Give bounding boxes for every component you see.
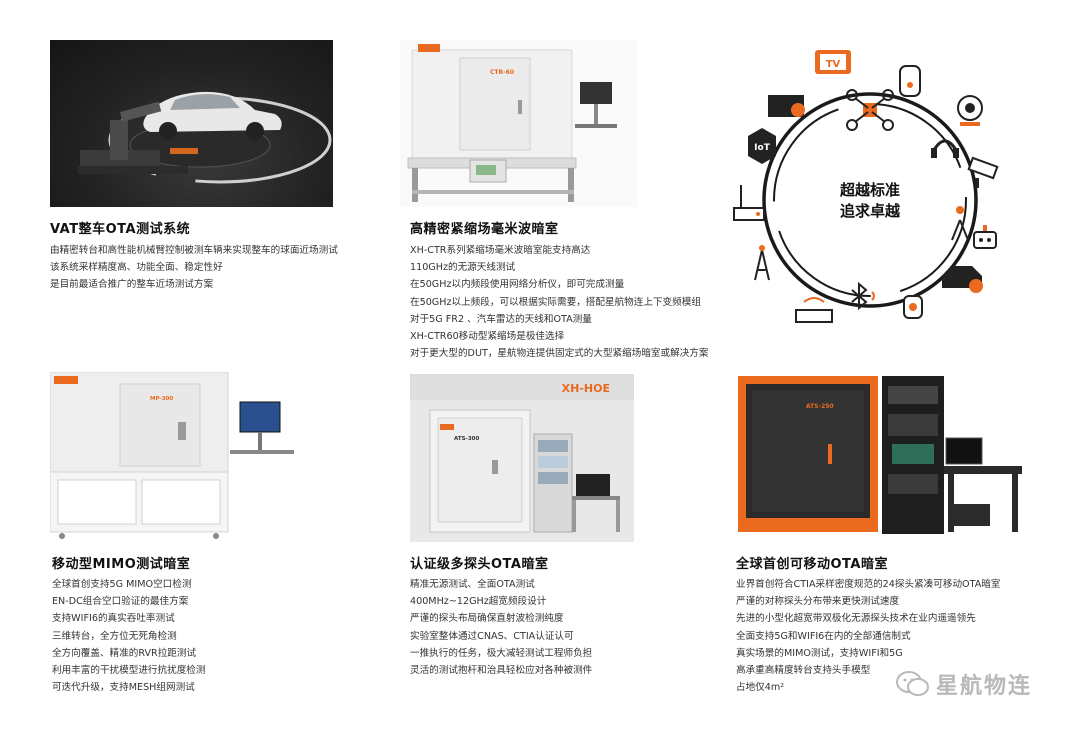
brand-name: 星航物连 — [936, 674, 1033, 699]
cert-desc-line: 一推执行的任务，极大减轻测试工程师负担 — [410, 647, 593, 659]
car-settings-icon — [942, 266, 983, 293]
mimo-desc-line: 可迭代升级，支持MESH组网测试 — [52, 682, 195, 694]
global-desc-line: 占地仅4m² — [736, 682, 785, 694]
ctr-desc-line: 对于更大型的DUT，星航物连提供固定式的大型紧缩场暗室或解决方案 — [410, 348, 709, 360]
vat-desc-line: 由精密转台和高性能机械臂控制被测车辆来实现整车的球面近场测试 — [50, 245, 338, 256]
mimo-desc-line: 利用丰富的干扰模型进行抗扰度检测 — [52, 664, 206, 676]
mimo-device-label: MP-300 — [150, 396, 173, 402]
ctr-desc-line: 110GHz的无源天线测试 — [410, 262, 516, 274]
router-card-icon — [768, 95, 805, 117]
ctr-chamber-photo: CTR-60 — [400, 40, 637, 207]
antenna-tower-icon — [951, 206, 969, 241]
cert-desc-line: 400MHz~12GHz超宽频段设计 — [410, 596, 547, 608]
tv-icon: TV — [815, 50, 851, 74]
global-device-label: ATS-250 — [806, 403, 834, 410]
wifi-router-icon — [733, 185, 765, 221]
webcam-icon — [957, 95, 983, 126]
global-title: 全球首创可移动OTA暗室 — [736, 557, 888, 572]
wheel-slogan-2: 追求卓越 — [840, 202, 901, 220]
global-desc-line: 全面支持5G和WIFI6在内的全部通信制式 — [736, 630, 911, 642]
mimo-desc-line: 三维转台，全方位无死角检测 — [52, 630, 177, 642]
vat-description: 由精密转台和高性能机械臂控制被测车辆来实现整车的球面近场测试 该系统采样精度高、… — [50, 242, 338, 294]
global-desc-line: 高承重高精度转台支持头手模型 — [736, 664, 871, 676]
global-desc-line: 真实场景的MIMO测试，支持WIFI和5G — [736, 647, 903, 659]
cert-title: 认证级多探头OTA暗室 — [410, 557, 549, 572]
mimo-desc-line: 全方向覆盖、精准的RVR拉距测试 — [52, 647, 197, 659]
vat-desc-line: 该系统采样精度高、功能全面、稳定性好 — [50, 262, 223, 274]
global-desc-line: 先进的小型化超宽带双极化无源探头技术在业内遥遥领先 — [736, 613, 976, 625]
cert-device-label: ATS-300 — [454, 436, 479, 442]
security-camera-icon — [967, 156, 999, 188]
cert-desc-line: 精准无源测试、全面OTA测试 — [410, 579, 535, 590]
mimo-desc-line: EN-DC组合空口验证的最佳方案 — [52, 596, 189, 608]
ctr-desc-line: 对于5G FR2 、汽车雷达的天线和OTA测量 — [410, 313, 592, 325]
ctr-desc-line: 在50GHz以内频段使用网络分析仪，即可完成测量 — [410, 279, 625, 291]
wall-logo: XH-HOE — [562, 382, 610, 395]
ctr-title: 高精密紧缩场毫米波暗室 — [410, 222, 559, 237]
brand-watermark: 星航物连 — [896, 668, 1032, 700]
bluetooth-icon — [851, 281, 875, 311]
global-desc-line: 业界首创符合CTIA采样密度规范的24探头紧凑可移动OTA暗室 — [736, 579, 1001, 590]
iot-icon: IoT — [748, 128, 776, 164]
mimo-description: 全球首创支持5G MIMO空口检测 EN-DC组合空口验证的最佳方案 支持WIF… — [52, 576, 206, 696]
global-desc-line: 严谨的对称探头分布带来更快测试速度 — [736, 596, 900, 608]
access-point-icon — [795, 297, 833, 323]
global-description: 业界首创符合CTIA采样密度规范的24探头紧凑可移动OTA暗室 严谨的对称探头分… — [736, 576, 1000, 696]
ctr-desc-line: 在50GHz以上频段，可以根据实际需要，搭配星航物连上下变频模组 — [410, 296, 701, 308]
cert-description: 精准无源测试、全面OTA测试 400MHz~12GHz超宽频段设计 严谨的探头布… — [410, 576, 592, 679]
cert-desc-line: 严谨的探头布局确保直射波检测纯度 — [410, 613, 564, 625]
ctr-description: XH-CTR系列紧缩场毫米波暗室能支持高达 110GHz的无源天线测试 在50G… — [410, 242, 709, 362]
vat-desc-line: 是目前最适合推广的整车近场测试方案 — [50, 279, 214, 291]
smartwatch-icon — [903, 295, 923, 319]
cert-desc-line: 实验室整体通过CNAS、CTIA认证认可 — [410, 630, 574, 642]
cert-desc-line: 灵活的测试抱杆和治具轻松应对各种被测件 — [410, 664, 593, 676]
ctr-desc-line: XH-CTR60移动型紧缩场是极佳选择 — [410, 330, 565, 342]
vat-system-photo — [50, 40, 333, 207]
cell-tower-icon — [754, 245, 770, 281]
svg-text:TV: TV — [826, 59, 841, 70]
ctr-chamber: CTR-60 — [407, 44, 617, 202]
mimo-desc-line: 全球首创支持5G MIMO空口检测 — [52, 579, 192, 590]
vat-scene — [78, 91, 332, 184]
global-chamber: ATS-250 — [738, 376, 1022, 534]
wechat-icon — [896, 671, 929, 696]
vat-title: VAT整车OTA测试系统 — [50, 222, 191, 237]
iot-icon-wheel: 超越标准 追求卓越 TV — [720, 40, 1020, 340]
wheel-graphic: 超越标准 追求卓越 TV — [733, 50, 999, 323]
svg-text:IoT: IoT — [754, 143, 771, 153]
robot-icon — [973, 225, 997, 249]
wheel-slogan-1: 超越标准 — [839, 181, 900, 199]
mimo-desc-line: 支持WIFI6的真实吞吐率测试 — [52, 613, 175, 625]
cert-chamber-photo: XH-HOE ATS-300 — [410, 374, 634, 542]
mimo-chamber: MP-300 — [50, 372, 294, 539]
smart-speaker-icon — [899, 65, 921, 97]
headphones-icon — [931, 139, 959, 158]
cert-chamber: XH-HOE ATS-300 — [410, 374, 634, 542]
ctr-desc-line: XH-CTR系列紧缩场毫米波暗室能支持高达 — [410, 245, 591, 256]
global-chamber-photo: ATS-250 — [736, 374, 1024, 544]
drone-icon — [846, 89, 894, 131]
mimo-title: 移动型MIMO测试暗室 — [52, 557, 191, 572]
ctr-device-label: CTR-60 — [490, 69, 514, 76]
mimo-chamber-photo: MP-300 — [50, 372, 300, 540]
